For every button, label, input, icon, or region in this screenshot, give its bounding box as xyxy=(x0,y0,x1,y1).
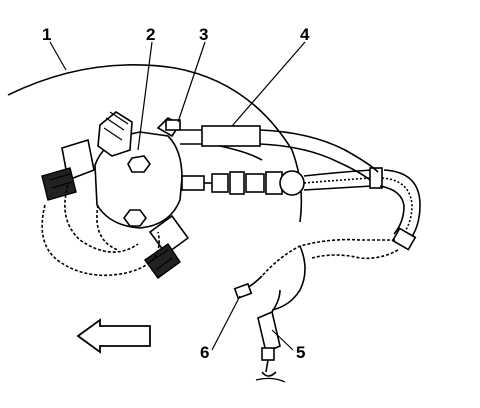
callout-5: 5 xyxy=(296,343,305,362)
callout-3: 3 xyxy=(199,25,208,44)
callout-1: 1 xyxy=(42,25,51,44)
fuel-feed-line xyxy=(181,167,421,251)
leader-lines xyxy=(49,41,306,351)
harness-coils xyxy=(41,184,160,277)
return-line-sleeve xyxy=(180,125,379,181)
lower-wire-harness xyxy=(233,238,399,383)
callout-6: 6 xyxy=(200,343,209,362)
callout-4: 4 xyxy=(300,25,310,44)
callout-2: 2 xyxy=(146,25,155,44)
pump-module-assembly xyxy=(41,111,190,279)
forward-direction-arrow xyxy=(76,318,151,354)
